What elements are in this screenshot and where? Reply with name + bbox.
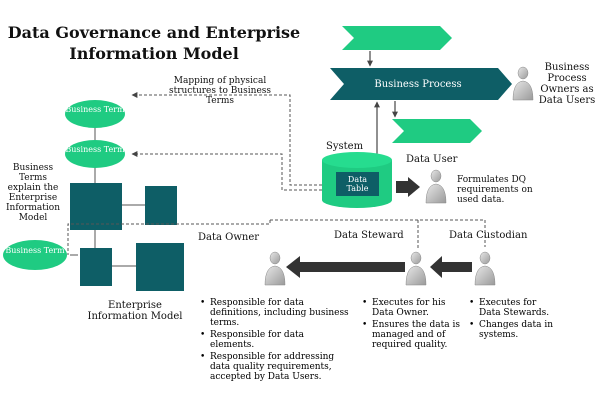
data-steward-duties: Executes for his Data Owner. Ensures the…	[362, 298, 464, 352]
block-arrow-icon	[396, 177, 420, 197]
block-arrow-icon	[286, 256, 405, 278]
business-term-ellipse	[65, 140, 125, 168]
business-term-ellipse	[3, 240, 67, 270]
data-custodian-duties: Executes for Data Stewards. Changes data…	[469, 298, 559, 342]
duty-item: Responsible for addressing data quality …	[200, 352, 350, 382]
person-icon	[474, 251, 496, 286]
business-process-label: Business Process	[374, 79, 462, 90]
chevron-arrow-icon	[330, 68, 512, 100]
business-term-ellipse	[65, 100, 125, 128]
system-label: System	[326, 141, 364, 152]
duty-item: Changes data in systems.	[469, 320, 559, 340]
duty-item: Executes for Data Stewards.	[469, 298, 559, 318]
data-steward-label: Data Steward	[334, 230, 404, 241]
data-user-role: Formulates DQ requirements on used data.	[457, 175, 533, 205]
business-term-label: Business Term	[65, 145, 125, 154]
person-icon	[512, 66, 534, 101]
business-process-flow	[330, 26, 512, 155]
entity-box	[145, 186, 177, 225]
person-icon	[425, 169, 447, 204]
chevron-arrow-icon	[392, 119, 482, 143]
business-term-label: Business Term	[5, 246, 65, 255]
business-terms-note: Business Terms explain the Enterprise In…	[5, 163, 60, 223]
data-owner-label: Data Owner	[198, 232, 260, 243]
business-term-label: Business Term	[65, 105, 125, 114]
data-custodian-label: Data Custodian	[449, 230, 528, 241]
data-user-label: Data User	[406, 154, 458, 165]
duty-item: Executes for his Data Owner.	[362, 298, 464, 318]
block-arrow-icon	[430, 256, 472, 278]
data-owner-duties: Responsible for data definitions, includ…	[200, 298, 350, 384]
mapping-label: Mapping of physical structures to Busine…	[168, 76, 272, 106]
block-arrows	[286, 177, 472, 278]
entity-box	[70, 183, 122, 230]
duty-item: Responsible for data elements.	[200, 330, 350, 350]
data-table-label: Data Table	[346, 175, 369, 193]
business-process-owners-label: Business Process Owners as Data Users	[538, 62, 596, 106]
data-table-box	[336, 172, 379, 196]
enterprise-model-label: Enterprise Information Model	[87, 300, 183, 322]
chevron-arrow-icon	[342, 26, 452, 50]
database-icon	[322, 152, 392, 208]
information-model-structure	[3, 100, 184, 291]
entity-box	[80, 248, 112, 286]
mapping-connectors	[67, 92, 486, 255]
person-icon	[405, 251, 427, 286]
page-title: Data Governance and Enterprise Informati…	[7, 23, 301, 63]
entity-box	[136, 243, 184, 291]
duty-item: Ensures the data is managed and of requi…	[362, 320, 464, 350]
duty-item: Responsible for data definitions, includ…	[200, 298, 350, 328]
person-icon	[264, 251, 286, 286]
